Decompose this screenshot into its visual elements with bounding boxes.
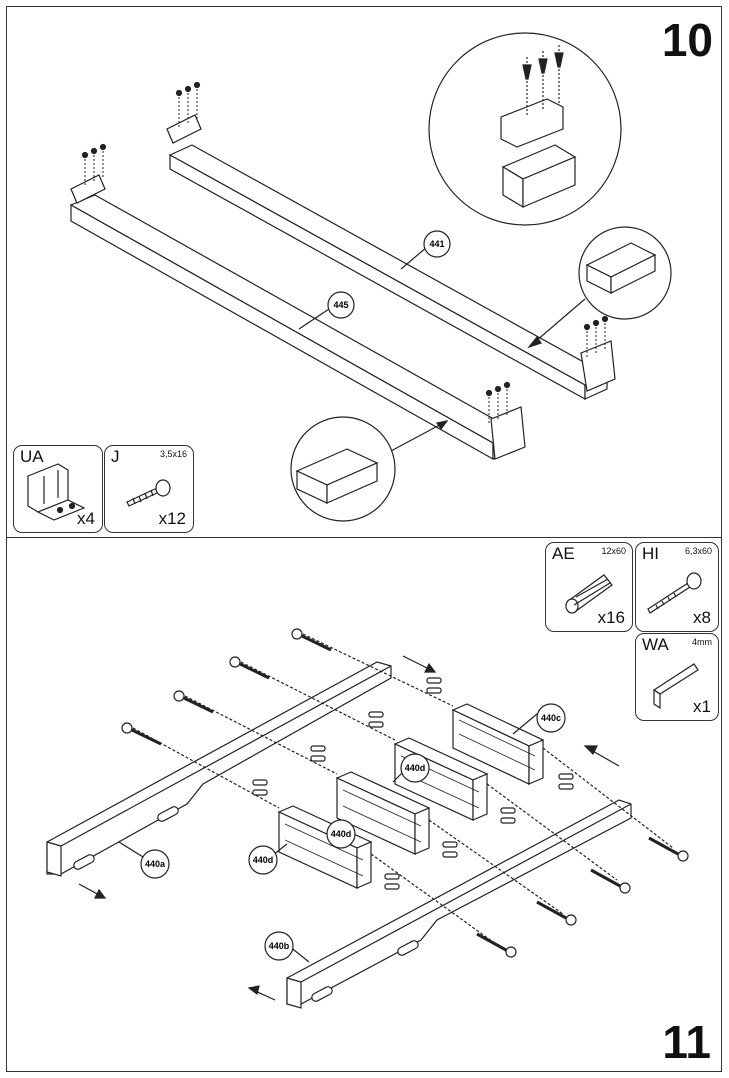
part-size: 12x60 (601, 546, 626, 556)
callout-440d-3-label: 440d (253, 855, 274, 865)
part-size: 6,3x60 (684, 546, 712, 556)
callout-440d-2 (326, 819, 356, 849)
bolt-icon (647, 572, 702, 614)
callout-441-label: 441 (429, 239, 444, 249)
callout-440d-1 (400, 753, 430, 783)
part-qty: x16 (597, 608, 625, 627)
part-code: J (111, 447, 120, 466)
part-code: AE (552, 544, 575, 563)
callout-440d-2-label: 440d (331, 829, 352, 839)
callout-441 (423, 230, 451, 258)
callout-440c (536, 703, 566, 733)
callout-440b (264, 931, 294, 961)
part-box-j: J 3,5x16 x12 (104, 445, 194, 533)
part-qty: x8 (693, 608, 711, 627)
part-box-hi: HI 6,3x60 x8 (635, 542, 719, 632)
step-10-panel: 10 (6, 6, 722, 538)
part-qty: x4 (77, 509, 95, 528)
screw-icon (126, 479, 171, 507)
callout-445 (327, 291, 355, 319)
callout-440c-label: 440c (541, 713, 561, 723)
step-11-panel: 11 (6, 537, 722, 1072)
callout-445-label: 445 (333, 300, 348, 310)
part-box-ae: AE 12x60 x16 (545, 542, 633, 632)
part-box-wa: WA 4mm x1 (635, 633, 719, 721)
part-qty: x1 (693, 697, 711, 716)
part-box-ua: UA x4 (13, 445, 103, 533)
angle-bracket-icon (27, 463, 86, 521)
callout-440b-label: 440b (269, 941, 290, 951)
callout-440d-1-label: 440d (405, 763, 426, 773)
part-size: 4mm (692, 637, 712, 647)
step-number: 11 (662, 1016, 711, 1068)
part-code: WA (642, 635, 669, 654)
step-11-drawing: 440c 440d 440d 440d 440a 440b (46, 628, 689, 1009)
part-qty: x12 (158, 509, 186, 528)
part-size: 3,5x16 (159, 449, 187, 459)
dowel-icon (565, 574, 613, 614)
allen-key-icon (652, 663, 699, 710)
part-code: HI (642, 544, 659, 563)
part-code: UA (20, 447, 44, 466)
callout-440a (140, 849, 170, 879)
step-10-drawing: 441 445 (69, 32, 672, 522)
callout-440d-3 (248, 845, 278, 875)
callout-440a-label: 440a (145, 859, 166, 869)
step-number: 10 (661, 14, 713, 66)
